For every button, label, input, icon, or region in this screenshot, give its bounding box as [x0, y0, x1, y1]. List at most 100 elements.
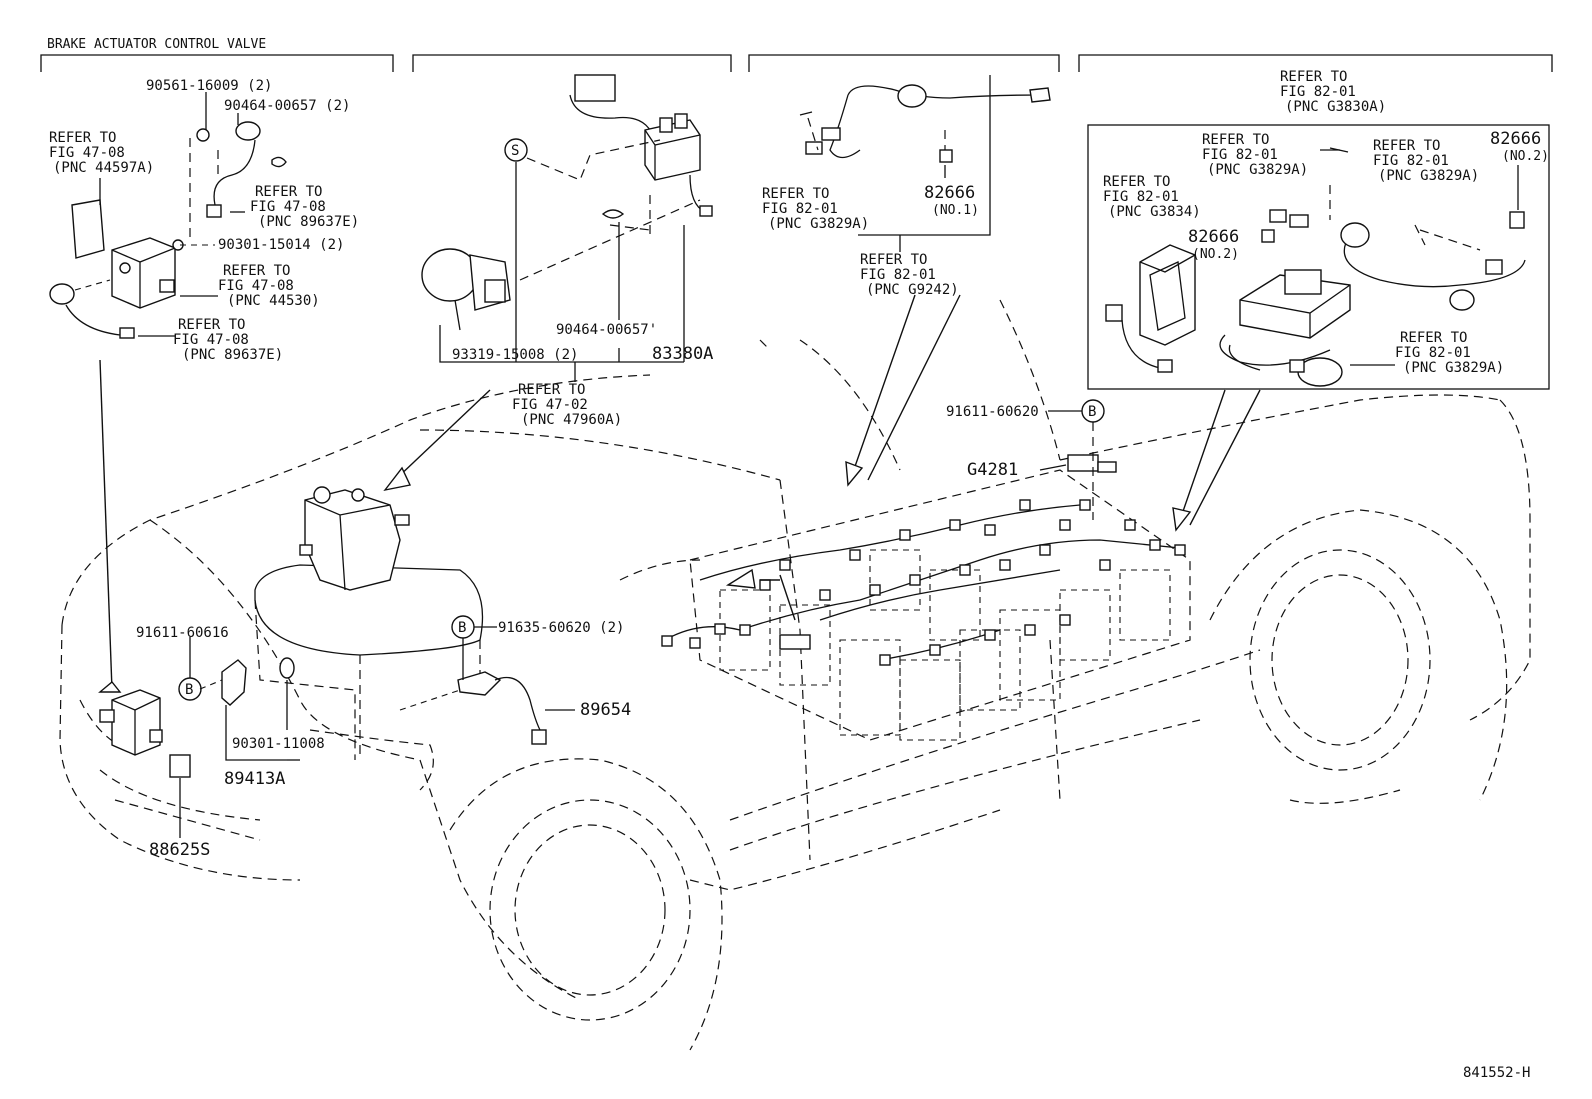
part-82666-no2-right: 82666: [1490, 129, 1541, 149]
ref-g3829a-b: REFER TO FIG 82-01 (PNC G3829A): [1373, 138, 1479, 184]
ref-g3834: REFER TO FIG 82-01 (PNC G3834): [1103, 174, 1201, 220]
sensor-88625s: [169, 754, 191, 778]
svg-text:B: B: [458, 620, 466, 636]
ref-g3829a-p3: REFER TO FIG 82-01 (PNC G3829A): [762, 186, 869, 232]
svg-text:(PNC G9242): (PNC G9242): [866, 282, 959, 298]
ecu-unit: [1139, 244, 1196, 346]
svg-text:(PNC G3830A): (PNC G3830A): [1285, 99, 1386, 115]
svg-text:(PNC G3829A): (PNC G3829A): [768, 216, 869, 232]
pump-motor: [421, 248, 511, 331]
harness-connector: [574, 74, 616, 102]
part-91611-60620: 91611-60620: [946, 404, 1039, 420]
svg-text:REFER TO: REFER TO: [518, 382, 585, 398]
ecu-harness-panel: REFER TO FIG 82-01 (PNC G3830A) REFER TO…: [1087, 69, 1550, 390]
knock-sensor: [897, 84, 927, 108]
panel-title: BRAKE ACTUATOR CONTROL VALVE: [47, 37, 266, 52]
svg-text:(PNC 47960A): (PNC 47960A): [521, 412, 622, 428]
svg-text:REFER TO: REFER TO: [1280, 69, 1347, 85]
svg-text:B: B: [1088, 404, 1096, 420]
svg-text:FIG 82-01: FIG 82-01: [860, 267, 936, 283]
battery-module-bank: [661, 469, 1191, 741]
callout-arrows: [98, 294, 1261, 693]
svg-text:REFER TO: REFER TO: [1400, 330, 1467, 346]
svg-text:FIG 82-01: FIG 82-01: [1280, 84, 1356, 100]
svg-text:(PNC G3829A): (PNC G3829A): [1378, 168, 1479, 184]
svg-text:FIG 82-01: FIG 82-01: [1202, 147, 1278, 163]
svg-text:FIG 82-01: FIG 82-01: [762, 201, 838, 217]
svg-text:FIG 82-01: FIG 82-01: [1373, 153, 1449, 169]
part-90464-00657-prime: 90464-00657': [556, 322, 657, 338]
svg-text:REFER TO: REFER TO: [1373, 138, 1440, 154]
ref-44597a: REFER TO FIG 47-08 (PNC 44597A): [49, 130, 154, 176]
hydraulic-unit-panel: S 90464-00657' 93319-15008 (2) 83380A RE…: [421, 74, 713, 428]
svg-text:FIG 47-08: FIG 47-08: [218, 278, 294, 294]
circle-s-label: S: [511, 143, 519, 159]
part-82666-no2-left: 82666: [1188, 227, 1239, 247]
vehicle-brake-actuator: [299, 486, 410, 591]
ref-g3829a-d: REFER TO FIG 82-01 (PNC G3829A): [1395, 330, 1504, 376]
upper-sensor: [235, 121, 261, 141]
svg-text:REFER TO: REFER TO: [1202, 132, 1269, 148]
svg-text:B: B: [185, 682, 193, 698]
svg-text:FIG 47-02: FIG 47-02: [512, 397, 588, 413]
o-ring-icon: [196, 128, 210, 142]
svg-text:(PNC 89637E): (PNC 89637E): [182, 347, 283, 363]
part-83380a: 83380A: [652, 344, 713, 364]
circle-b-icon-2: B: [178, 677, 202, 701]
part-90301-11008: 90301-11008: [232, 736, 325, 752]
part-82666-no2-right-note: (NO.2): [1502, 149, 1549, 164]
part-90561-16009: 90561-16009 (2): [146, 78, 272, 94]
svg-text:(PNC G3829A): (PNC G3829A): [1403, 360, 1504, 376]
ref-47960a: REFER TO FIG 47-02 (PNC 47960A): [512, 382, 622, 428]
svg-text:FIG 47-08: FIG 47-08: [173, 332, 249, 348]
figure-code: 841552-H: [1463, 1065, 1530, 1081]
part-88625s: 88625S: [149, 840, 210, 860]
sensor-82666-no1: [939, 149, 953, 163]
bracket-plate: [71, 199, 105, 259]
sensor-left: [49, 283, 75, 305]
svg-text:(PNC G3829A): (PNC G3829A): [1207, 162, 1308, 178]
part-89413a: 89413A: [224, 769, 285, 789]
svg-text:REFER TO: REFER TO: [223, 263, 290, 279]
ref-89637e-lower: REFER TO FIG 47-08 (PNC 89637E): [173, 317, 283, 363]
part-82666-no1: 82666: [924, 183, 975, 203]
ecu-wire: [1121, 319, 1161, 369]
circle-b-icon-1: B: [1081, 399, 1105, 423]
svg-text:REFER TO: REFER TO: [762, 186, 829, 202]
sensor-wire: [65, 304, 121, 336]
part-91611-60616: 91611-60616: [136, 625, 229, 641]
ref-g3830a: REFER TO FIG 82-01 (PNC G3830A): [1280, 69, 1386, 115]
upper-connector: [206, 204, 222, 218]
svg-text:REFER TO: REFER TO: [49, 130, 116, 146]
svg-text:(PNC 44530): (PNC 44530): [227, 293, 320, 309]
sensor-connector: [119, 327, 135, 339]
central-module: [1239, 269, 1351, 339]
part-90464-00657: 90464-00657 (2): [224, 98, 350, 114]
part-g4281: G4281: [967, 460, 1018, 480]
front-brake-unit: [99, 689, 191, 778]
clip-icon: [271, 156, 287, 168]
connector-g4281: [1067, 454, 1117, 473]
ref-89637e-upper: REFER TO FIG 47-08 (PNC 89637E): [250, 184, 359, 230]
sensor-82666-no2-left: [1261, 229, 1275, 243]
circle-b-icon-3: B: [451, 615, 475, 639]
circle-s-icon: [504, 138, 528, 162]
svg-text:REFER TO: REFER TO: [178, 317, 245, 333]
sensor-89413a: [221, 657, 295, 706]
actuator-block: [111, 237, 176, 309]
part-91635-60620: 91635-60620 (2): [498, 620, 624, 636]
engine-cover: [254, 564, 484, 656]
svg-text:REFER TO: REFER TO: [255, 184, 322, 200]
brake-actuator-panel: BRAKE ACTUATOR CONTROL VALVE: [47, 37, 359, 363]
svg-text:REFER TO: REFER TO: [860, 252, 927, 268]
svg-text:FIG 82-01: FIG 82-01: [1395, 345, 1471, 361]
svg-text:(PNC G3834): (PNC G3834): [1108, 204, 1201, 220]
svg-text:(PNC 89637E): (PNC 89637E): [258, 214, 359, 230]
sensor-cable: [847, 85, 1041, 99]
svg-text:REFER TO: REFER TO: [1103, 174, 1170, 190]
relay-block: [644, 113, 701, 181]
ref-g3829a-a: REFER TO FIG 82-01 (PNC G3829A): [1202, 132, 1308, 178]
sensor-82666-no2-right: [1509, 211, 1525, 229]
sensor-89654: [457, 671, 547, 745]
